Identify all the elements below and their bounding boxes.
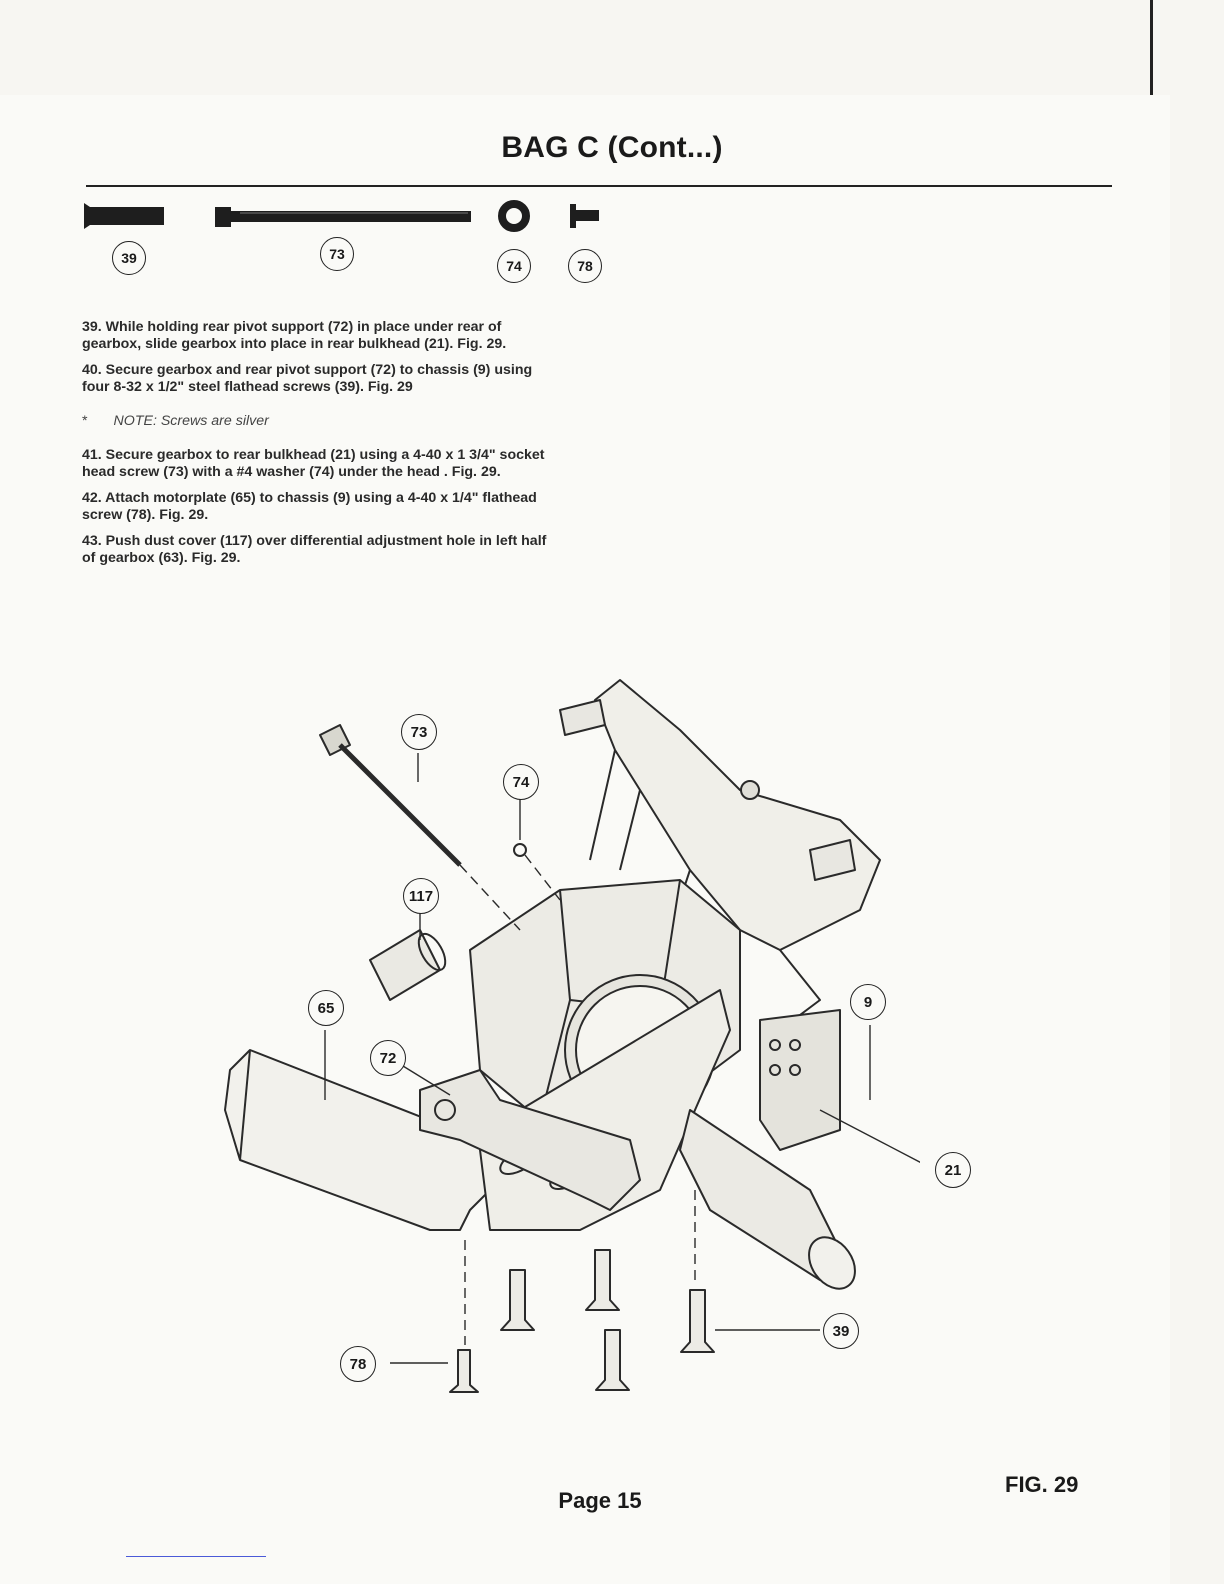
step-40: 40. Secure gearbox and rear pivot suppor… <box>82 362 533 395</box>
callout-78: 78 <box>340 1346 376 1382</box>
callout-74: 74 <box>503 764 539 800</box>
flathead-screw-78-icon <box>570 204 599 228</box>
socket-head-screw-73-icon <box>215 207 471 227</box>
page-sheet <box>0 95 1170 1584</box>
figure-label: FIG. 29 <box>1005 1472 1079 1497</box>
callout-65: 65 <box>308 990 344 1026</box>
note-bullet: * <box>82 413 88 429</box>
part-label-78: 78 <box>568 249 602 283</box>
step-42: 42. Attach motorplate (65) to chassis (9… <box>82 490 537 523</box>
bottom-link-underline <box>126 1556 266 1557</box>
callout-117: 117 <box>403 878 439 914</box>
note-text: NOTE: Screws are silver <box>113 413 269 429</box>
screw-note: * NOTE: Screws are silver <box>82 413 557 430</box>
callout-21: 21 <box>935 1152 971 1188</box>
instruction-steps: 39. While holding rear pivot support (72… <box>82 319 557 576</box>
washer-74-icon <box>498 200 530 232</box>
callout-73: 73 <box>401 714 437 750</box>
page-title: BAG C (Cont...) <box>501 131 723 164</box>
gearbox-assembly-drawing <box>224 679 936 1393</box>
page-edge <box>1150 0 1153 95</box>
step-43: 43. Push dust cover (117) over different… <box>82 533 547 566</box>
part-label-74: 74 <box>497 249 531 283</box>
page-number: Page 15 <box>558 1488 642 1513</box>
hardware-parts-illustration <box>84 200 599 232</box>
callout-72: 72 <box>370 1040 406 1076</box>
part-label-39: 39 <box>112 241 146 275</box>
flathead-screw-39-icon <box>84 203 164 229</box>
step-41: 41. Secure gearbox to rear bulkhead (21)… <box>82 447 545 480</box>
callout-39: 39 <box>823 1313 859 1349</box>
title-rule <box>86 185 1112 187</box>
step-39: 39. While holding rear pivot support (72… <box>82 319 507 352</box>
assembly-figure: 73 74 117 65 72 9 21 39 78 <box>220 670 971 1410</box>
callout-9: 9 <box>850 984 886 1020</box>
part-label-73: 73 <box>320 237 354 271</box>
hardware-strip: 39 73 74 78 <box>80 195 620 285</box>
